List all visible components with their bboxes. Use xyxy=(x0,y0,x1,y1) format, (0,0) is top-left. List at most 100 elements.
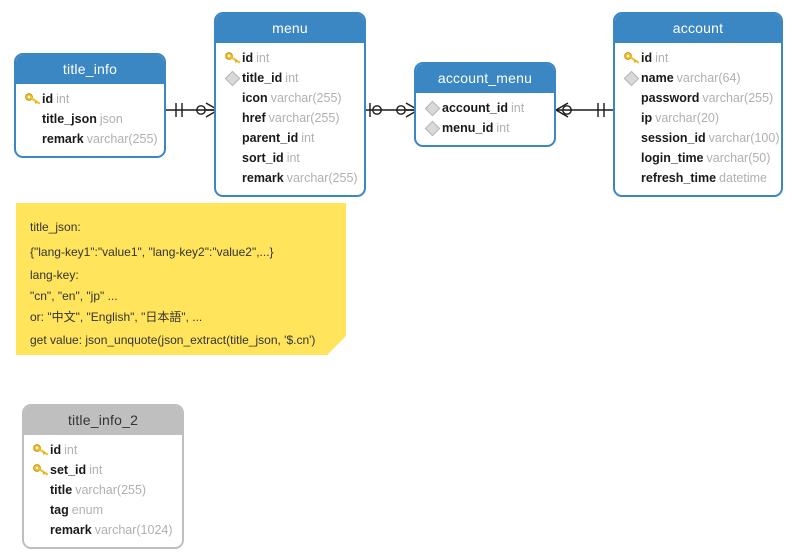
field-type: varchar(255) xyxy=(702,91,774,105)
field-type: int xyxy=(496,121,510,135)
entity-title-title_info: title_info xyxy=(16,55,164,84)
key-icon xyxy=(32,442,50,458)
entity-title-title_info_2: title_info_2 xyxy=(24,406,182,435)
note-line: or: "中文", "English", "日本語", ... xyxy=(30,310,203,324)
relationship-account_menu-account[interactable] xyxy=(555,98,614,122)
field-name: title_json xyxy=(42,112,97,126)
no-marker xyxy=(623,90,641,106)
field-type: int xyxy=(511,101,525,115)
field-type: int xyxy=(301,131,315,145)
field-type: varchar(20) xyxy=(655,111,720,125)
no-marker xyxy=(32,482,50,498)
field-name: title_id xyxy=(242,71,283,85)
key-icon xyxy=(24,91,42,107)
entity-title-menu: menu xyxy=(216,14,364,43)
entity-title-account: account xyxy=(615,14,781,43)
no-marker xyxy=(32,502,50,518)
no-marker xyxy=(623,130,641,146)
field-type: int xyxy=(286,151,300,165)
note-line: get value: json_unquote(json_extract(tit… xyxy=(30,333,316,347)
note-line: title_json: xyxy=(30,220,81,234)
field-type: varchar(1024) xyxy=(94,523,173,537)
field-name: title xyxy=(50,483,73,497)
diamond-icon xyxy=(224,70,242,87)
no-marker xyxy=(24,111,42,127)
field-type: int xyxy=(285,71,299,85)
no-marker xyxy=(224,90,242,106)
field-type: varchar(255) xyxy=(86,132,158,146)
no-marker xyxy=(224,110,242,126)
field-name: login_time xyxy=(641,151,704,165)
note-line: lang-key: xyxy=(30,268,79,282)
field-name: refresh_time xyxy=(641,171,717,185)
entity-title-account_menu: account_menu xyxy=(416,64,554,93)
field-type: int xyxy=(89,463,103,477)
note-line: {"lang-key1":"value1", "lang-key2":"valu… xyxy=(30,245,274,259)
field-name: id xyxy=(50,443,62,457)
field-name: menu_id xyxy=(442,121,494,135)
field-name: remark xyxy=(42,132,84,146)
diamond-icon xyxy=(424,100,442,117)
field-name: href xyxy=(242,111,266,125)
no-marker xyxy=(24,131,42,147)
key-icon xyxy=(32,462,50,478)
field-name: name xyxy=(641,71,674,85)
field-type: json xyxy=(99,112,123,126)
field-name: ip xyxy=(641,111,653,125)
field-name: password xyxy=(641,91,700,105)
field-name: sort_id xyxy=(242,151,284,165)
field-type: int xyxy=(56,92,70,106)
field-type: datetime xyxy=(719,171,767,185)
sticky-note-title_json[interactable]: title_json: {"lang-key1":"value1", "lang… xyxy=(16,203,346,355)
diamond-icon xyxy=(424,120,442,137)
key-icon xyxy=(623,50,641,66)
relationship-title_info-menu[interactable] xyxy=(166,98,219,122)
no-marker xyxy=(224,150,242,166)
key-icon xyxy=(224,50,242,66)
field-type: int xyxy=(64,443,78,457)
field-name: remark xyxy=(242,171,284,185)
no-marker xyxy=(224,170,242,186)
no-marker xyxy=(623,110,641,126)
relationship-menu-account_menu[interactable] xyxy=(366,98,419,122)
field-name: set_id xyxy=(50,463,87,477)
no-marker xyxy=(224,130,242,146)
field-name: id xyxy=(641,51,653,65)
note-fold-icon xyxy=(327,336,346,355)
field-type: int xyxy=(655,51,669,65)
